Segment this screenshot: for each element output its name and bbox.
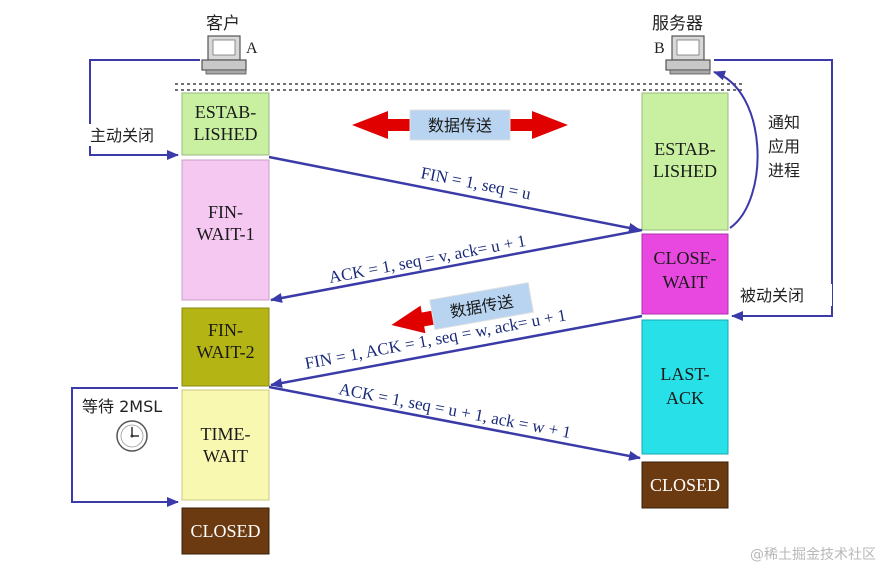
active-close-label: 主动关闭 [90,126,154,145]
client-title: 客户 [206,14,240,34]
server-established-line1: ESTAB- [654,139,716,159]
server-state-established: ESTAB- LISHED [641,92,729,231]
client-state-time-wait: TIME- WAIT [181,389,270,501]
notify-label-line-3: 进程 [768,161,800,180]
client-letter: A [246,40,258,57]
client-state-fin-wait-2: FIN- WAIT-2 [181,307,270,387]
server-letter: B [654,40,665,57]
client-closed-label: CLOSED [190,521,260,541]
passive-close-connector [714,59,833,321]
active-close-connector [89,59,200,160]
passive-close-label: 被动关闭 [740,286,804,305]
server-state-close-wait: CLOSE- WAIT [641,233,729,315]
client-state-closed: CLOSED [181,507,270,555]
client-established-line2: LISHED [194,124,258,144]
passive-close-label-bg [738,284,832,306]
notify-process-connector [713,70,759,229]
client-fin-wait-1-line2: WAIT-1 [196,224,254,244]
wait-2msl-label-bg [80,395,176,417]
client-fin-wait-2-line1: FIN- [208,320,243,340]
server-close-wait-line1: CLOSE- [654,248,717,268]
data-transfer-both-banner: 数据传送 [352,109,568,141]
timeline-start-divider [175,83,742,91]
server-state-last-ack: LAST- ACK [641,319,729,455]
client-state-established: ESTAB- LISHED [181,92,270,156]
server-last-ack-line1: LAST- [660,364,709,384]
server-established-line2: LISHED [653,161,717,181]
server-title: 服务器 [652,14,703,34]
server-computer-icon [665,35,711,75]
server-close-wait-line2: WAIT [663,272,708,292]
server-closed-label: CLOSED [650,475,720,495]
client-computer-icon [201,35,247,75]
clock-icon [116,420,148,452]
wait-2msl-connector [71,387,179,507]
server-state-closed: CLOSED [641,461,729,509]
active-close-label-bg [88,124,178,146]
data-transfer-both-label: 数据传送 [428,116,492,135]
server-last-ack-line2: ACK [666,388,704,408]
client-time-wait-line2: WAIT [203,446,248,466]
client-state-fin-wait-1: FIN- WAIT-1 [181,159,270,301]
client-fin-wait-2-line2: WAIT-2 [196,342,254,362]
client-time-wait-line1: TIME- [201,424,251,444]
message-ack-2: ACK = 1, seq = u + 1, ack = w + 1 [268,379,641,461]
notify-label-line-2: 应用 [768,137,800,156]
client-established-line1: ESTAB- [195,102,257,122]
notify-label-line-1: 通知 [768,113,800,132]
wait-2msl-label: 等待 2MSL [82,397,162,416]
message-ack-2-label: ACK = 1, seq = u + 1, ack = w + 1 [337,379,572,442]
watermark: @稀土掘金技术社区 [750,547,876,563]
client-fin-wait-1-line1: FIN- [208,202,243,222]
message-fin-1: FIN = 1, seq = u [268,155,641,233]
message-ack-1-label: ACK = 1, seq = v, ack= u + 1 [327,231,527,287]
data-transfer-one-way-banner: 数据传送 [391,282,534,334]
message-ack-1: ACK = 1, seq = v, ack= u + 1 [270,228,643,303]
